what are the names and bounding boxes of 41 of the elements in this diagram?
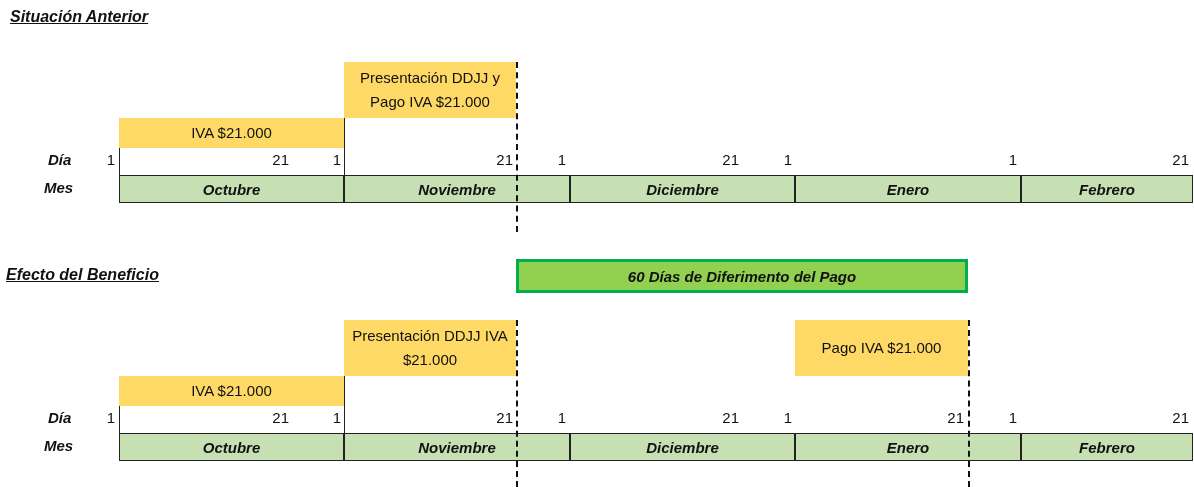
day-number: 1 bbox=[331, 151, 341, 168]
month-cell: Febrero bbox=[1021, 175, 1193, 203]
note-box: IVA $21.000 bbox=[119, 118, 344, 148]
day-number: 21 bbox=[271, 409, 289, 426]
row-label: Mes bbox=[44, 179, 74, 196]
day-number: 1 bbox=[105, 151, 115, 168]
day-number: 1 bbox=[331, 409, 341, 426]
note-box: IVA $21.000 bbox=[119, 376, 344, 406]
day-number: 21 bbox=[271, 151, 289, 168]
day-number: 1 bbox=[1007, 151, 1017, 168]
day-number: 21 bbox=[721, 409, 739, 426]
highlight-box: 60 Días de Diferimento del Pago bbox=[516, 259, 968, 293]
day-number: 1 bbox=[782, 409, 792, 426]
day-number: 21 bbox=[1171, 409, 1189, 426]
month-cell: Diciembre bbox=[570, 433, 795, 461]
row-label: Mes bbox=[44, 437, 74, 454]
month-cell: Enero bbox=[795, 433, 1021, 461]
month-cell: Febrero bbox=[1021, 433, 1193, 461]
month-cell: Octubre bbox=[119, 175, 344, 203]
day-number: 21 bbox=[495, 409, 513, 426]
note-box: Presentación DDJJ IVA $21.000 bbox=[344, 320, 516, 376]
section-heading: Efecto del Beneficio bbox=[6, 266, 159, 284]
day-number: 21 bbox=[495, 151, 513, 168]
day-number: 21 bbox=[946, 409, 964, 426]
day-number: 1 bbox=[556, 409, 566, 426]
month-cell: Diciembre bbox=[570, 175, 795, 203]
day-number: 1 bbox=[1007, 409, 1017, 426]
day-number: 1 bbox=[105, 409, 115, 426]
month-cell: Noviembre bbox=[344, 175, 570, 203]
month-cell: Enero bbox=[795, 175, 1021, 203]
day-number: 21 bbox=[721, 151, 739, 168]
note-box: Presentación DDJJ y Pago IVA $21.000 bbox=[344, 62, 516, 118]
section-heading: Situación Anterior bbox=[10, 8, 149, 26]
row-label: Día bbox=[48, 409, 72, 426]
note-box: Pago IVA $21.000 bbox=[795, 320, 968, 376]
month-cell: Noviembre bbox=[344, 433, 570, 461]
day-number: 1 bbox=[782, 151, 792, 168]
month-cell: Octubre bbox=[119, 433, 344, 461]
day-number: 1 bbox=[556, 151, 566, 168]
row-label: Día bbox=[48, 151, 72, 168]
day-number: 21 bbox=[1171, 151, 1189, 168]
